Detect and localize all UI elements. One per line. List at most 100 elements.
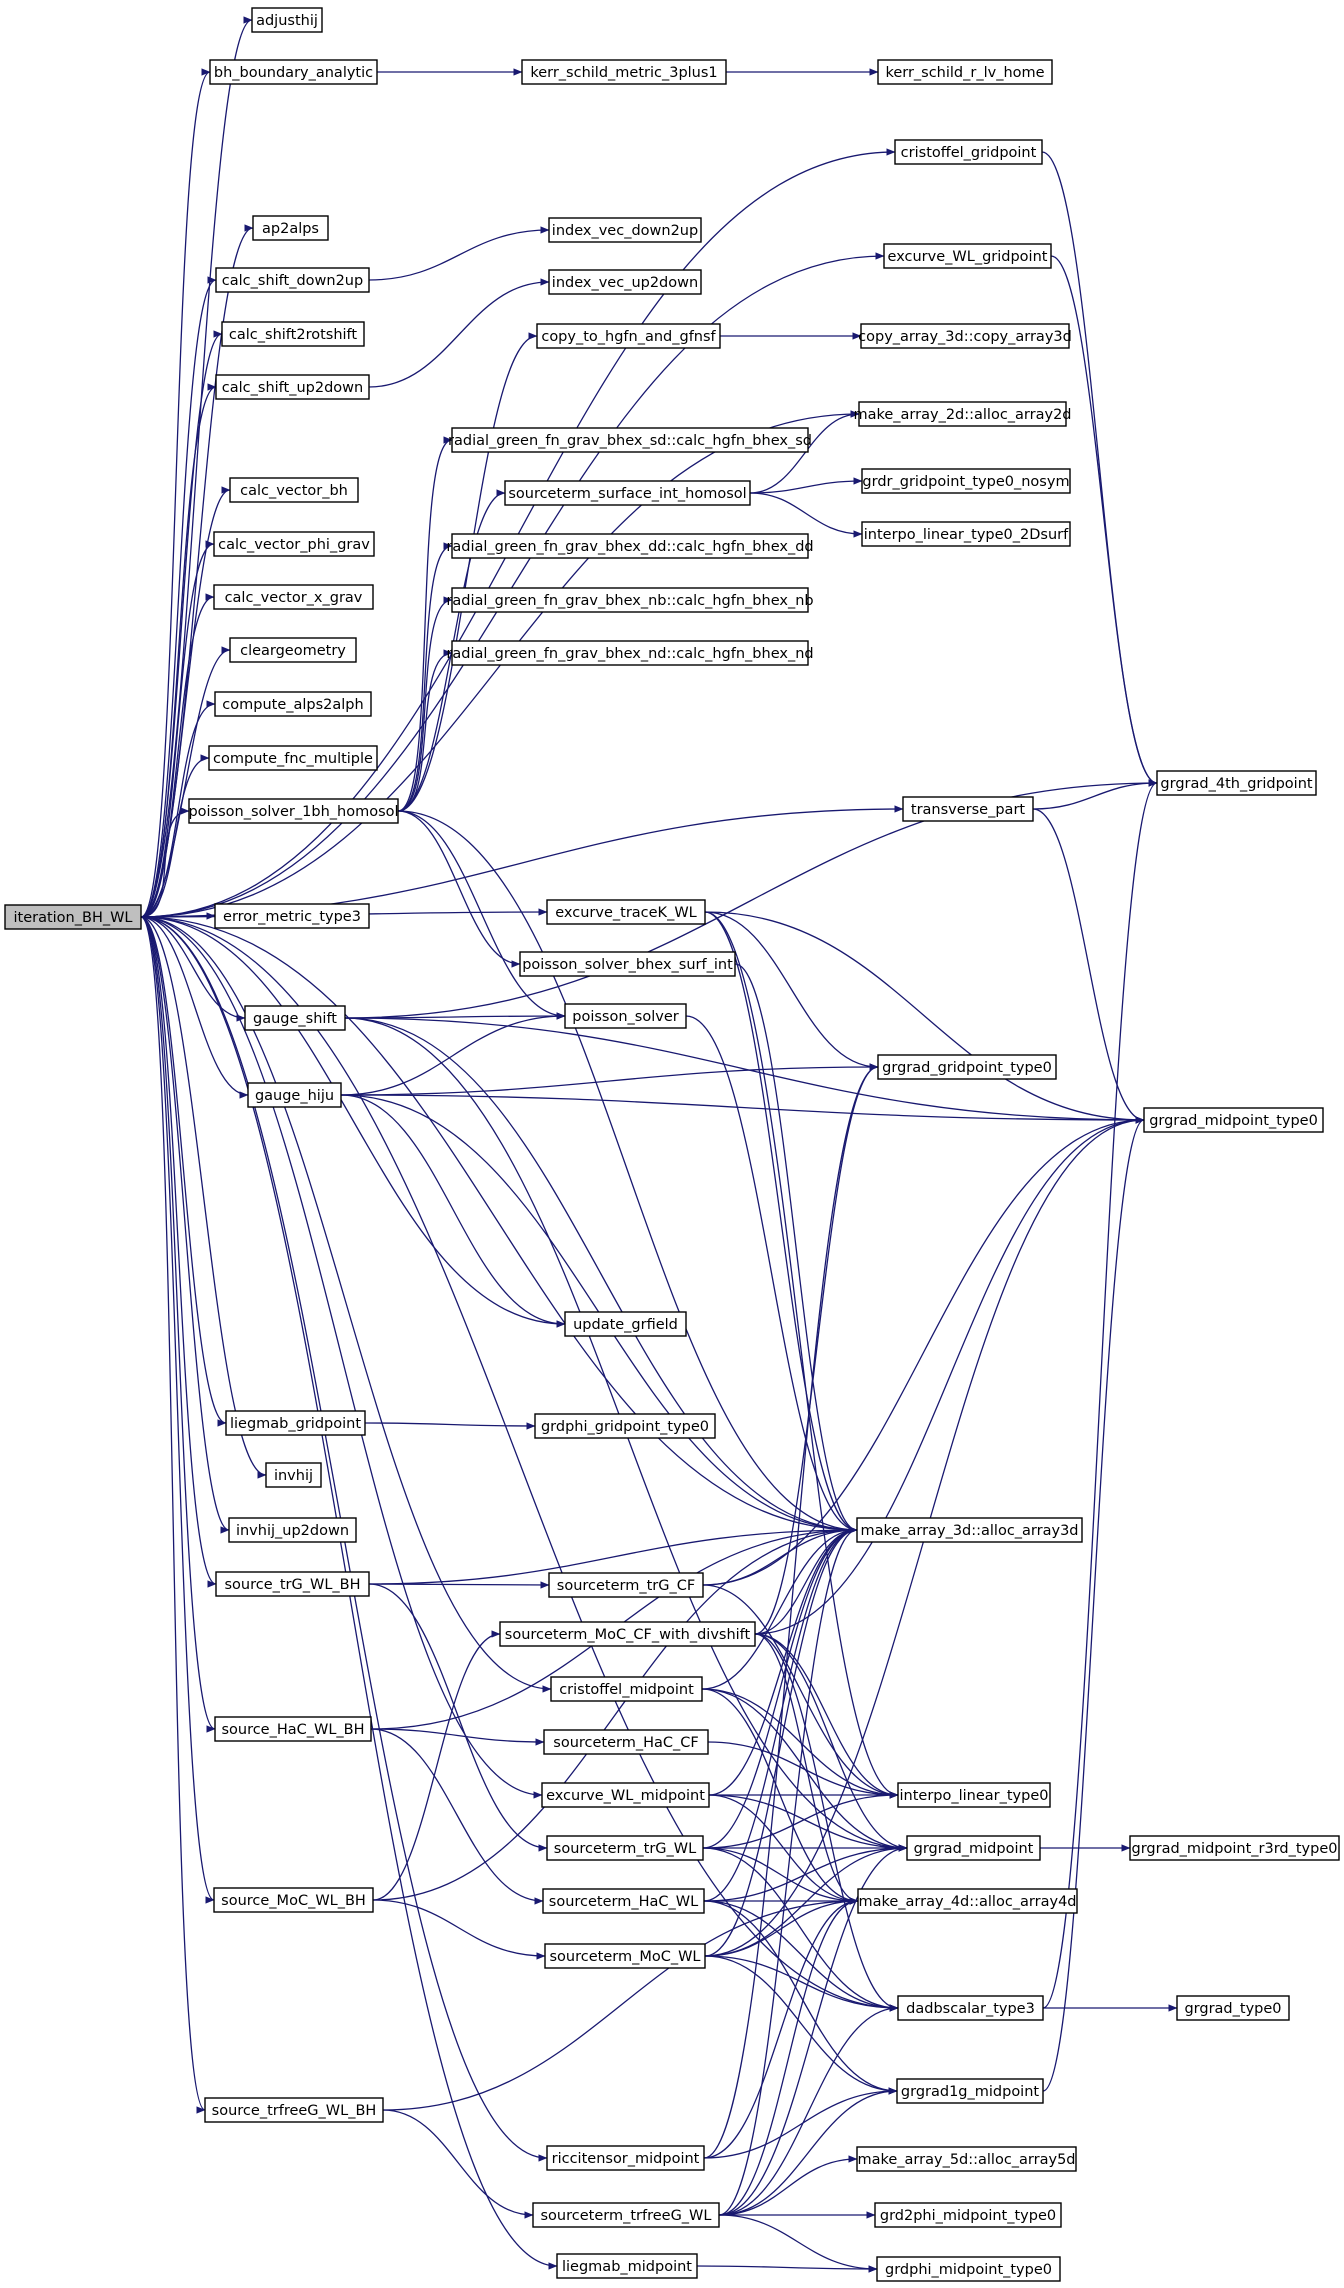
node-box: [548, 1572, 704, 1598]
edge-sourceterm_HaC_WL-to-alloc_array3d: [703, 1526, 858, 1902]
node-alloc_array2d[interactable]: make_array_2d::alloc_array2d: [853, 401, 1072, 427]
node-sourceterm_MoC_WL[interactable]: sourceterm_MoC_WL: [544, 1943, 706, 1969]
node-calc_shift_up2down[interactable]: calc_shift_up2down: [215, 374, 370, 400]
node-calc_hgfn_bhex_nb[interactable]: radial_green_fn_grav_bhex_nb::calc_hgfn_…: [446, 587, 814, 613]
node-label: radial_green_fn_grav_bhex_sd::calc_hgfn_…: [448, 433, 812, 449]
node-label: sourceterm_HaC_CF: [553, 1735, 698, 1751]
node-box: [451, 427, 809, 453]
node-source_trfreeG_WL_BH[interactable]: source_trfreeG_WL_BH: [204, 2097, 384, 2123]
node-grgrad_gridpoint_type0[interactable]: grgrad_gridpoint_type0: [877, 1054, 1057, 1080]
node-excurve_WL_gridpoint[interactable]: excurve_WL_gridpoint: [883, 243, 1052, 269]
node-index_vec_up2down[interactable]: index_vec_up2down: [548, 269, 702, 295]
node-calc_hgfn_bhex_dd[interactable]: radial_green_fn_grav_bhex_dd::calc_hgfn_…: [446, 533, 814, 559]
node-error_metric_type3[interactable]: error_metric_type3: [214, 903, 370, 929]
node-riccitensor_midpoint[interactable]: riccitensor_midpoint: [546, 2145, 705, 2171]
node-invhij_up2down[interactable]: invhij_up2down: [228, 1517, 357, 1543]
node-grgrad_midpoint_type0[interactable]: grgrad_midpoint_type0: [1143, 1107, 1324, 1133]
node-label: make_array_3d::alloc_array3d: [860, 1523, 1078, 1539]
node-label: source_MoC_WL_BH: [221, 1893, 366, 1909]
node-grgrad_4th_gridpoint[interactable]: grgrad_4th_gridpoint: [1156, 770, 1317, 796]
node-compute_alps2alph[interactable]: compute_alps2alph: [214, 691, 372, 717]
node-calc_vector_bh[interactable]: calc_vector_bh: [229, 477, 359, 503]
node-label: update_grfield: [573, 1317, 678, 1333]
edge-sourceterm_surface_int_homosol-to-alloc_array2d: [749, 410, 860, 494]
node-kerr_schild_metric_3plus1[interactable]: kerr_schild_metric_3plus1: [521, 59, 727, 85]
node-liegmab_midpoint[interactable]: liegmab_midpoint: [556, 2253, 698, 2279]
edge-grgrad1g_midpoint-to-grgrad_midpoint_type0: [1042, 1116, 1145, 2092]
edge-layer: [140, 16, 1178, 2273]
node-source_MoC_WL_BH[interactable]: source_MoC_WL_BH: [213, 1887, 374, 1913]
node-sourceterm_MoC_CF_with_divshift[interactable]: sourceterm_MoC_CF_with_divshift: [499, 1621, 756, 1647]
node-sourceterm_HaC_WL[interactable]: sourceterm_HaC_WL: [542, 1888, 705, 1914]
node-invhij[interactable]: invhij: [265, 1462, 322, 1488]
node-grgrad_midpoint[interactable]: grgrad_midpoint: [906, 1835, 1041, 1861]
edge-sourceterm_trfreeG_WL-to-alloc_array5d: [718, 2155, 858, 2216]
node-interpo_linear_type0[interactable]: interpo_linear_type0: [897, 1782, 1051, 1808]
node-box: [877, 59, 1053, 85]
node-alloc_array5d[interactable]: make_array_5d::alloc_array5d: [856, 2146, 1077, 2172]
node-calc_vector_x_grav[interactable]: calc_vector_x_grav: [213, 584, 374, 610]
node-grgrad_midpoint_r3rd_type0[interactable]: grgrad_midpoint_r3rd_type0: [1129, 1835, 1340, 1861]
node-label: grdphi_gridpoint_type0: [541, 1419, 709, 1435]
node-sourceterm_surface_int_homosol[interactable]: sourceterm_surface_int_homosol: [504, 480, 751, 506]
node-alloc_array4d[interactable]: make_array_4d::alloc_array4d: [857, 1888, 1078, 1914]
node-calc_shift_down2up[interactable]: calc_shift_down2up: [215, 267, 370, 293]
node-source_trG_WL_BH[interactable]: source_trG_WL_BH: [215, 1571, 370, 1597]
node-alloc_array3d[interactable]: make_array_3d::alloc_array3d: [856, 1517, 1083, 1543]
node-copy_to_hgfn_and_gfnsf[interactable]: copy_to_hgfn_and_gfnsf: [536, 323, 721, 349]
node-index_vec_down2up[interactable]: index_vec_down2up: [548, 217, 702, 243]
node-excurve_traceK_WL[interactable]: excurve_traceK_WL: [546, 899, 706, 925]
node-liegmab_gridpoint[interactable]: liegmab_gridpoint: [225, 1410, 366, 1436]
node-label: radial_green_fn_grav_bhex_nd::calc_hgfn_…: [446, 646, 813, 662]
node-iteration_BH_WL[interactable]: iteration_BH_WL: [4, 904, 142, 930]
edge-sourceterm_trfreeG_WL-to-dadbscalar_type3: [718, 2004, 899, 2216]
node-cleargeometry[interactable]: cleargeometry: [229, 637, 357, 663]
node-ap2alps[interactable]: ap2alps: [252, 215, 329, 241]
node-interpo_linear_type0_2Dsurf[interactable]: interpo_linear_type0_2Dsurf: [861, 521, 1071, 547]
node-poisson_solver_1bh_homosol[interactable]: poisson_solver_1bh_homosol: [188, 798, 399, 824]
node-gauge_hiju[interactable]: gauge_hiju: [247, 1082, 342, 1108]
node-update_grfield[interactable]: update_grfield: [564, 1311, 687, 1337]
node-bh_boundary_analytic[interactable]: bh_boundary_analytic: [209, 59, 378, 85]
node-grd2phi_midpoint_type0[interactable]: grd2phi_midpoint_type0: [874, 2202, 1062, 2228]
node-calc_hgfn_bhex_sd[interactable]: radial_green_fn_grav_bhex_sd::calc_hgfn_…: [448, 427, 812, 453]
edge-riccitensor_midpoint-to-grgrad1g_midpoint: [703, 2087, 898, 2159]
node-label: grgrad_4th_gridpoint: [1160, 776, 1312, 792]
edge-gauge_hiju-to-grgrad_gridpoint_type0: [340, 1063, 879, 1096]
node-grdphi_gridpoint_type0[interactable]: grdphi_gridpoint_type0: [534, 1413, 716, 1439]
node-copy_array_3d[interactable]: copy_array_3d::copy_array3d: [858, 323, 1072, 349]
node-kerr_schild_r_lv_home[interactable]: kerr_schild_r_lv_home: [877, 59, 1053, 85]
node-dadbscalar_type3[interactable]: dadbscalar_type3: [897, 1995, 1044, 2021]
edge-iteration_BH_WL-to-calc_shift2rotshift: [140, 330, 223, 918]
node-calc_shift2rotshift[interactable]: calc_shift2rotshift: [221, 321, 365, 347]
node-calc_vector_phi_grav[interactable]: calc_vector_phi_grav: [213, 531, 375, 557]
node-source_HaC_WL_BH[interactable]: source_HaC_WL_BH: [214, 1716, 372, 1742]
node-box: [229, 477, 359, 503]
node-compute_fnc_multiple[interactable]: compute_fnc_multiple: [208, 745, 378, 771]
node-label: riccitensor_midpoint: [552, 2151, 700, 2167]
edge-transverse_part-to-grgrad_midpoint_type0: [1032, 808, 1145, 1124]
node-transverse_part[interactable]: transverse_part: [902, 796, 1034, 822]
node-box: [209, 59, 378, 85]
node-grdr_gridpoint_type0_nosym[interactable]: grdr_gridpoint_type0_nosym: [861, 468, 1071, 494]
node-poisson_solver_bhex_surf_int[interactable]: poisson_solver_bhex_surf_int: [519, 951, 736, 977]
node-poisson_solver[interactable]: poisson_solver: [564, 1003, 687, 1029]
node-grgrad_type0[interactable]: grgrad_type0: [1176, 1995, 1290, 2021]
node-sourceterm_trfreeG_WL[interactable]: sourceterm_trfreeG_WL: [532, 2202, 720, 2228]
node-adjusthij[interactable]: adjusthij: [251, 7, 323, 33]
edge-gauge_hiju-to-grgrad_midpoint_type0: [340, 1094, 1145, 1124]
node-sourceterm_HaC_CF[interactable]: sourceterm_HaC_CF: [543, 1729, 709, 1755]
edge-cristoffel_gridpoint-to-grgrad_4th_gridpoint: [1041, 151, 1158, 787]
node-grdphi_midpoint_type0[interactable]: grdphi_midpoint_type0: [876, 2256, 1061, 2282]
node-sourceterm_trG_CF[interactable]: sourceterm_trG_CF: [548, 1572, 704, 1598]
node-gauge_shift[interactable]: gauge_shift: [244, 1005, 346, 1031]
edge-iteration_BH_WL-to-calc_shift_up2down: [140, 383, 217, 918]
node-box: [214, 1716, 372, 1742]
node-calc_hgfn_bhex_nd[interactable]: radial_green_fn_grav_bhex_nd::calc_hgfn_…: [446, 640, 814, 666]
node-grgrad1g_midpoint[interactable]: grgrad1g_midpoint: [896, 2078, 1044, 2104]
node-cristoffel_gridpoint[interactable]: cristoffel_gridpoint: [894, 139, 1043, 165]
node-box: [251, 7, 323, 33]
node-cristoffel_midpoint[interactable]: cristoffel_midpoint: [550, 1676, 703, 1702]
node-excurve_WL_midpoint[interactable]: excurve_WL_midpoint: [541, 1782, 710, 1808]
node-sourceterm_trG_WL[interactable]: sourceterm_trG_WL: [546, 1835, 704, 1861]
